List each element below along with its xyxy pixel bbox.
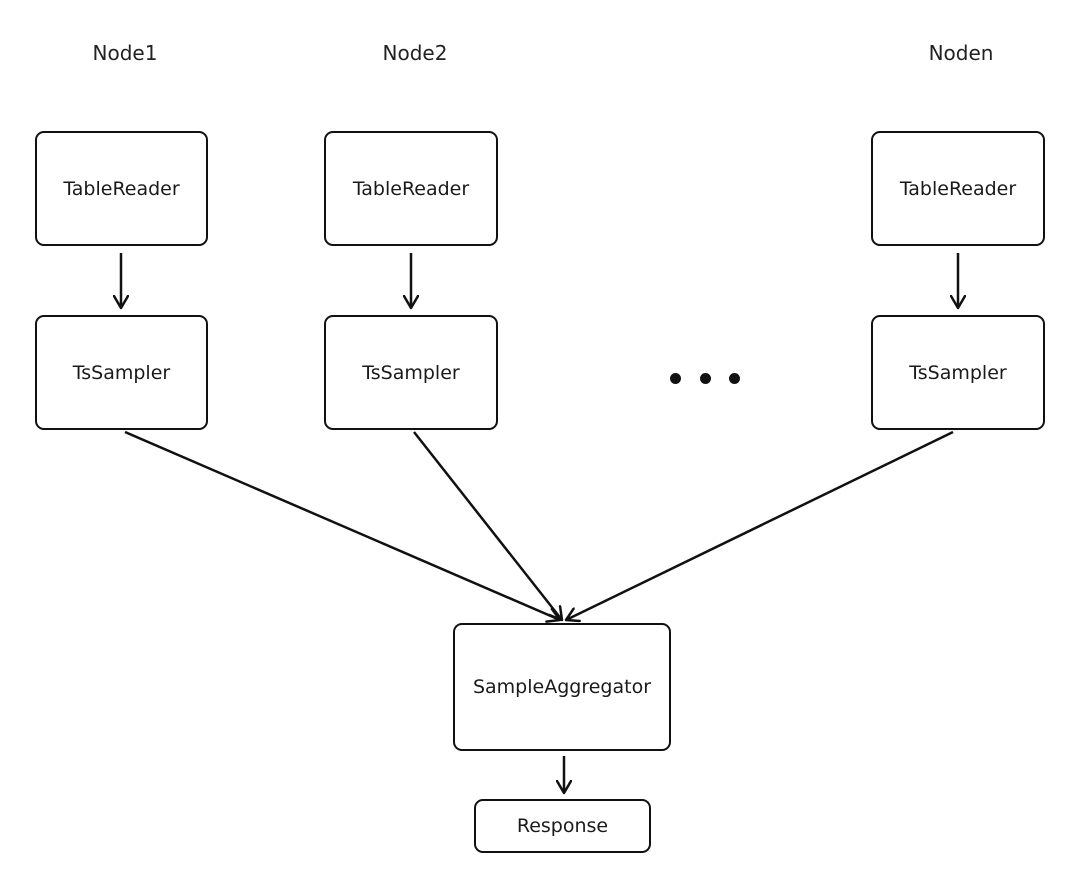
node2-table-reader-box: TableReader xyxy=(324,131,498,246)
noden-table-reader-box: TableReader xyxy=(871,131,1045,246)
node1-table-reader-box: TableReader xyxy=(35,131,208,246)
ellipsis-more-nodes xyxy=(670,366,740,390)
node1-ts-sampler-box: TsSampler xyxy=(35,315,208,430)
node2-ts-sampler-box: TsSampler xyxy=(324,315,498,430)
response-label: Response xyxy=(516,815,609,837)
node2-table-reader-label: TableReader xyxy=(352,177,470,200)
arrow-noden-sampler-to-aggregator xyxy=(566,430,954,620)
sample-aggregator-box: SampleAggregator xyxy=(453,623,671,751)
ellipsis-dot xyxy=(670,372,681,384)
noden-table-reader-label: TableReader xyxy=(899,177,1017,200)
node2-title: Node2 xyxy=(382,41,448,65)
node1-ts-sampler-label: TsSampler xyxy=(72,361,171,384)
arrow-node2-sampler-to-aggregator xyxy=(413,431,562,620)
noden-title: Noden xyxy=(928,41,994,65)
node1-table-reader-label: TableReader xyxy=(63,177,180,200)
sample-aggregator-label: SampleAggregator xyxy=(472,676,652,698)
noden-ts-sampler-box: TsSampler xyxy=(871,315,1045,430)
arrow-node1-sampler-to-aggregator xyxy=(124,430,560,620)
noden-ts-sampler-label: TsSampler xyxy=(909,361,1007,384)
response-box: Response xyxy=(474,799,651,853)
ellipsis-dot xyxy=(729,372,740,384)
node1-title: Node1 xyxy=(92,41,158,65)
node2-ts-sampler-label: TsSampler xyxy=(362,361,460,384)
ellipsis-dot xyxy=(699,372,711,384)
